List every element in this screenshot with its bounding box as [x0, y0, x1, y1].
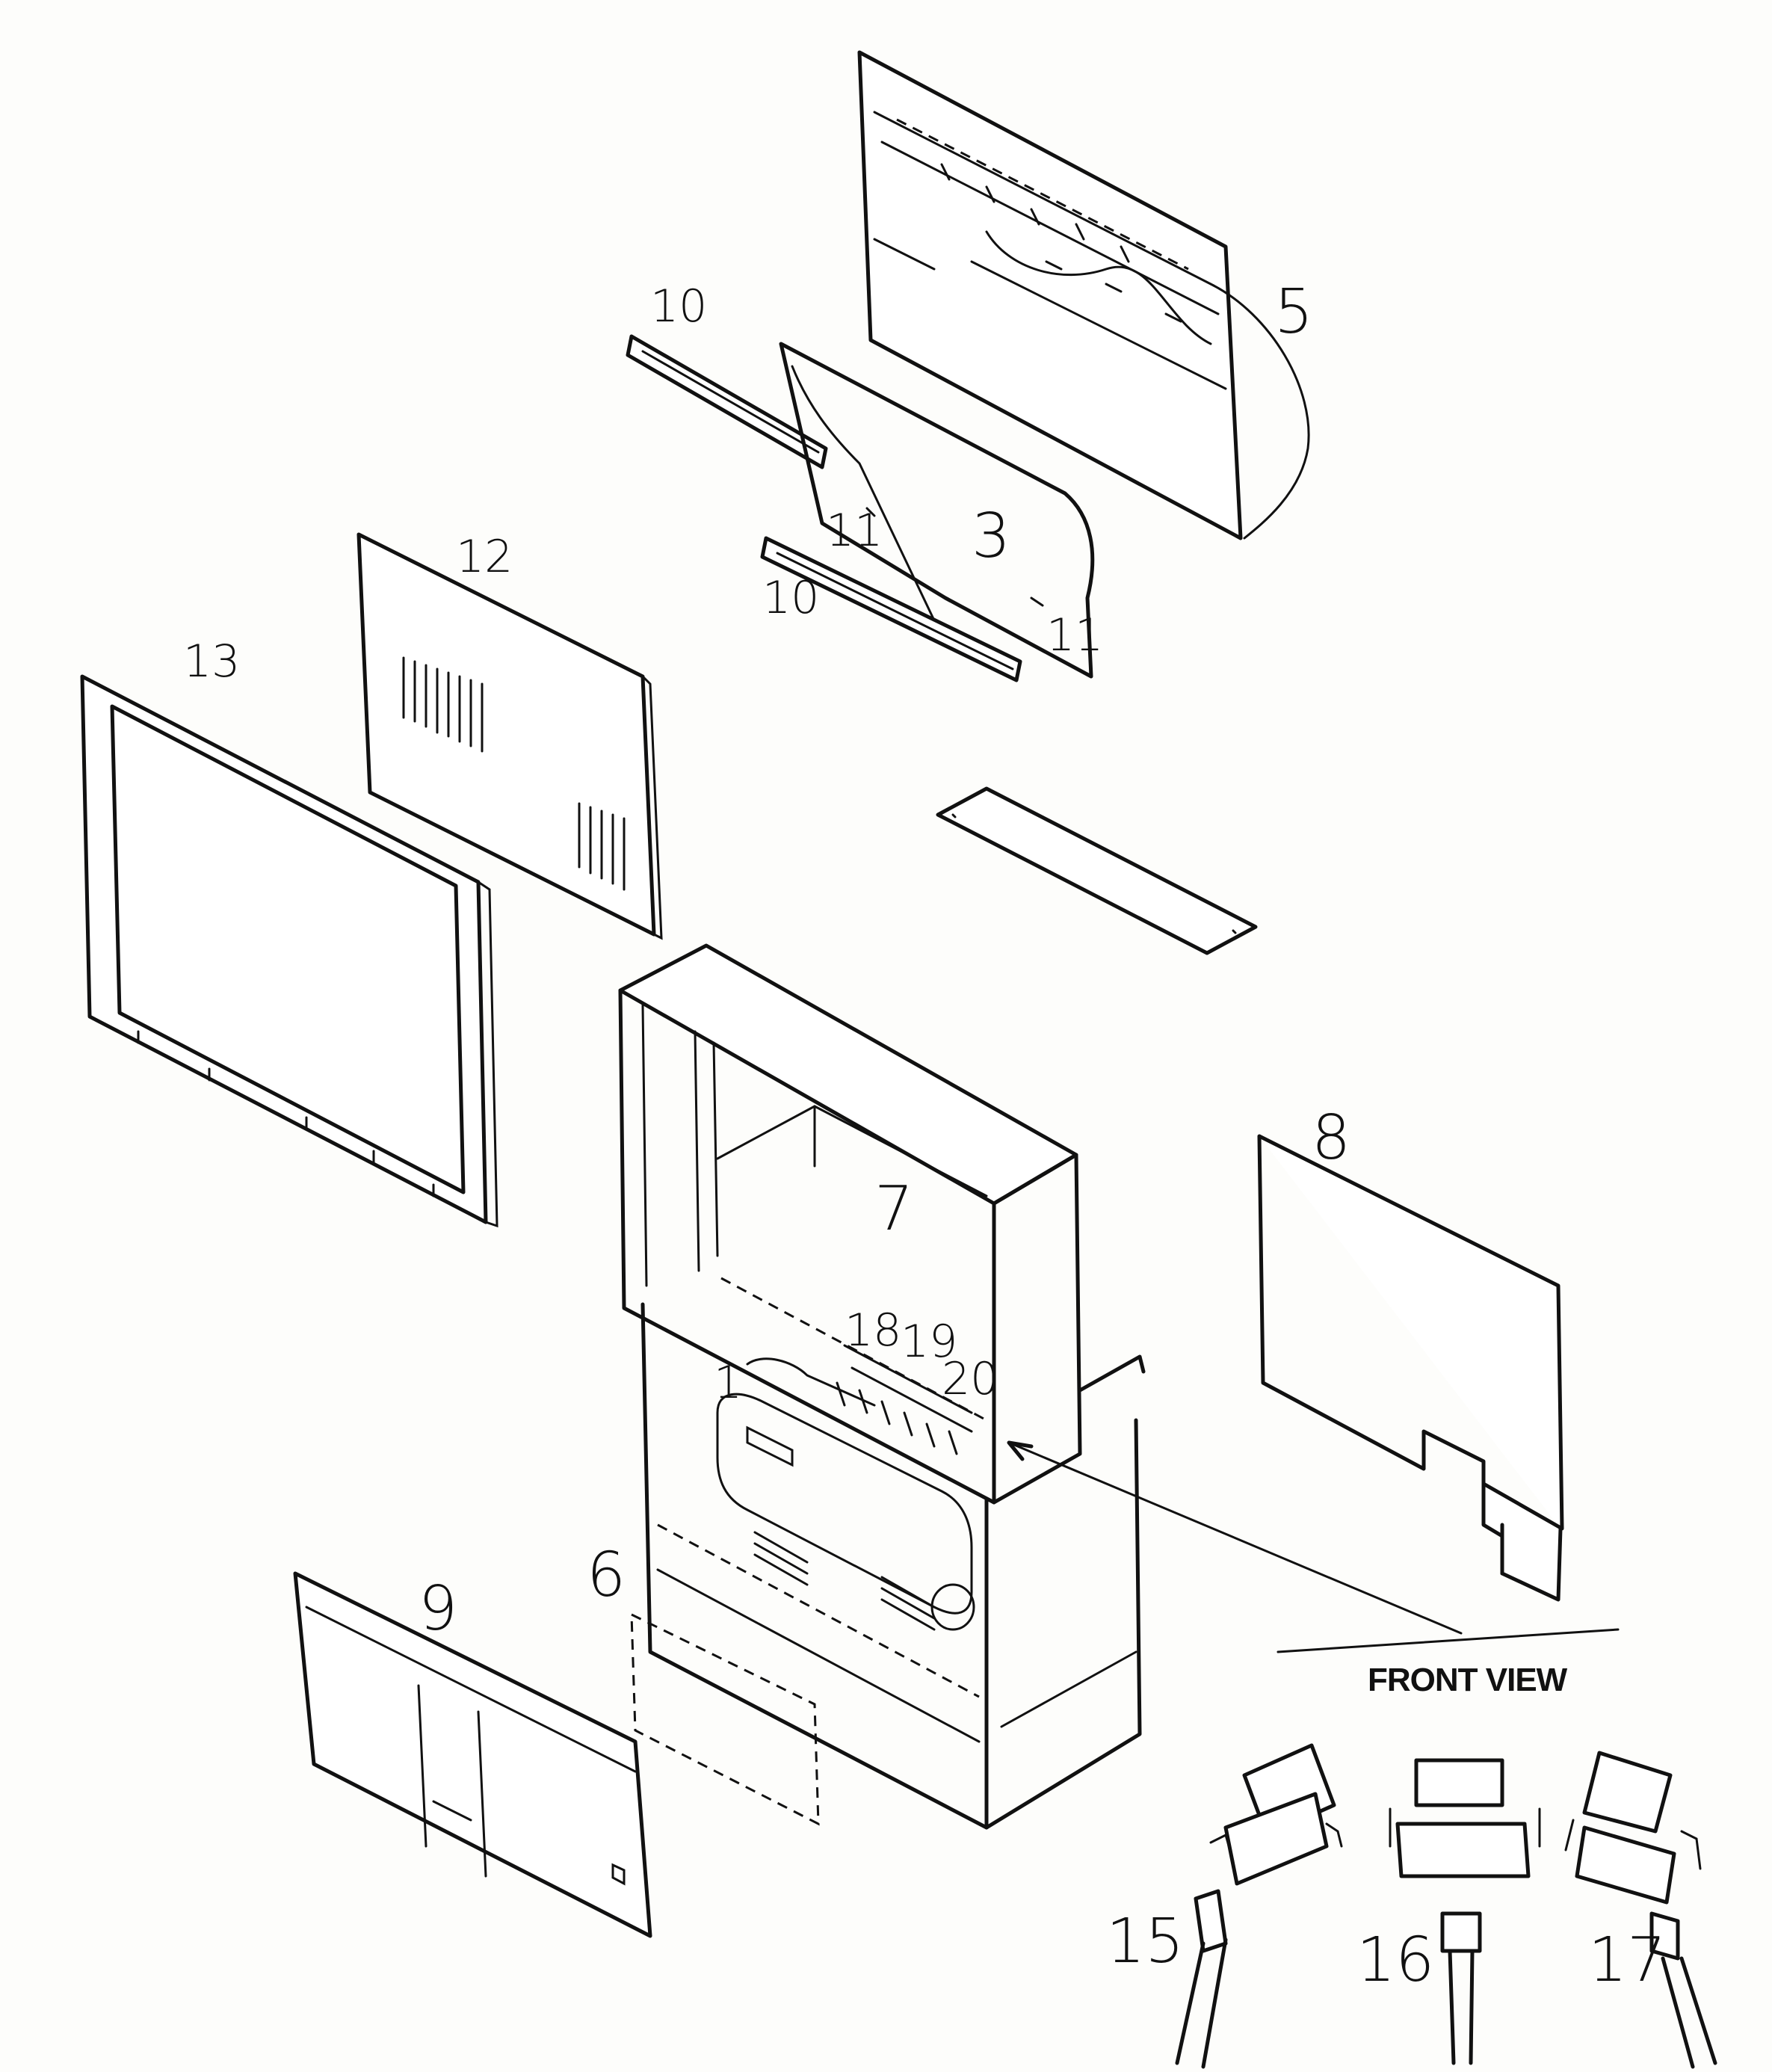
projection-tube-17	[1564, 1751, 1717, 2069]
label-part-10-top: 10	[650, 280, 707, 333]
pointer-arrow	[1007, 1440, 1620, 1653]
rail-part-10-bottom	[760, 536, 1022, 682]
label-part-19: 19	[901, 1316, 957, 1368]
label-part-1: 1	[714, 1357, 742, 1409]
vent-slots-right	[578, 802, 626, 891]
projection-tube-16	[1389, 1758, 1541, 2065]
label-part-9: 9	[419, 1573, 457, 1644]
label-part-18: 18	[845, 1304, 901, 1357]
front-view-label: FRONT VIEW	[1368, 1662, 1568, 1698]
label-part-11-right: 11	[1046, 609, 1103, 662]
label-part-7: 7	[874, 1174, 913, 1245]
cabinet-vents	[753, 1531, 936, 1631]
mirror-panel-part-3	[779, 342, 1095, 679]
side-panel-part-8	[1257, 1134, 1564, 1602]
label-part-20: 20	[942, 1353, 998, 1405]
label-part-11-left: 11	[826, 505, 883, 557]
projection-tube-15	[1175, 1743, 1343, 2069]
rail-part-10-top	[626, 334, 828, 469]
main-cabinet	[618, 943, 1146, 1830]
label-part-13: 13	[183, 635, 240, 688]
front-bezel-part-9	[293, 1571, 652, 1938]
label-part-6: 6	[587, 1540, 626, 1611]
rear-panel-part-5	[857, 50, 1310, 540]
label-part-15: 15	[1106, 1906, 1184, 1977]
back-cover-part-12	[356, 532, 663, 940]
screen-frame-part-13	[80, 674, 498, 1228]
label-part-5: 5	[1274, 277, 1313, 348]
label-part-8: 8	[1312, 1103, 1350, 1174]
label-part-17: 17	[1588, 1925, 1666, 1996]
vent-slots-left	[402, 656, 484, 753]
label-part-10-bottom: 10	[762, 572, 819, 624]
small-panel-part-6	[630, 1612, 820, 1826]
cover-plate	[936, 786, 1258, 955]
label-part-3: 3	[972, 501, 1010, 572]
label-part-16: 16	[1356, 1925, 1434, 1996]
label-part-12: 12	[456, 531, 513, 583]
